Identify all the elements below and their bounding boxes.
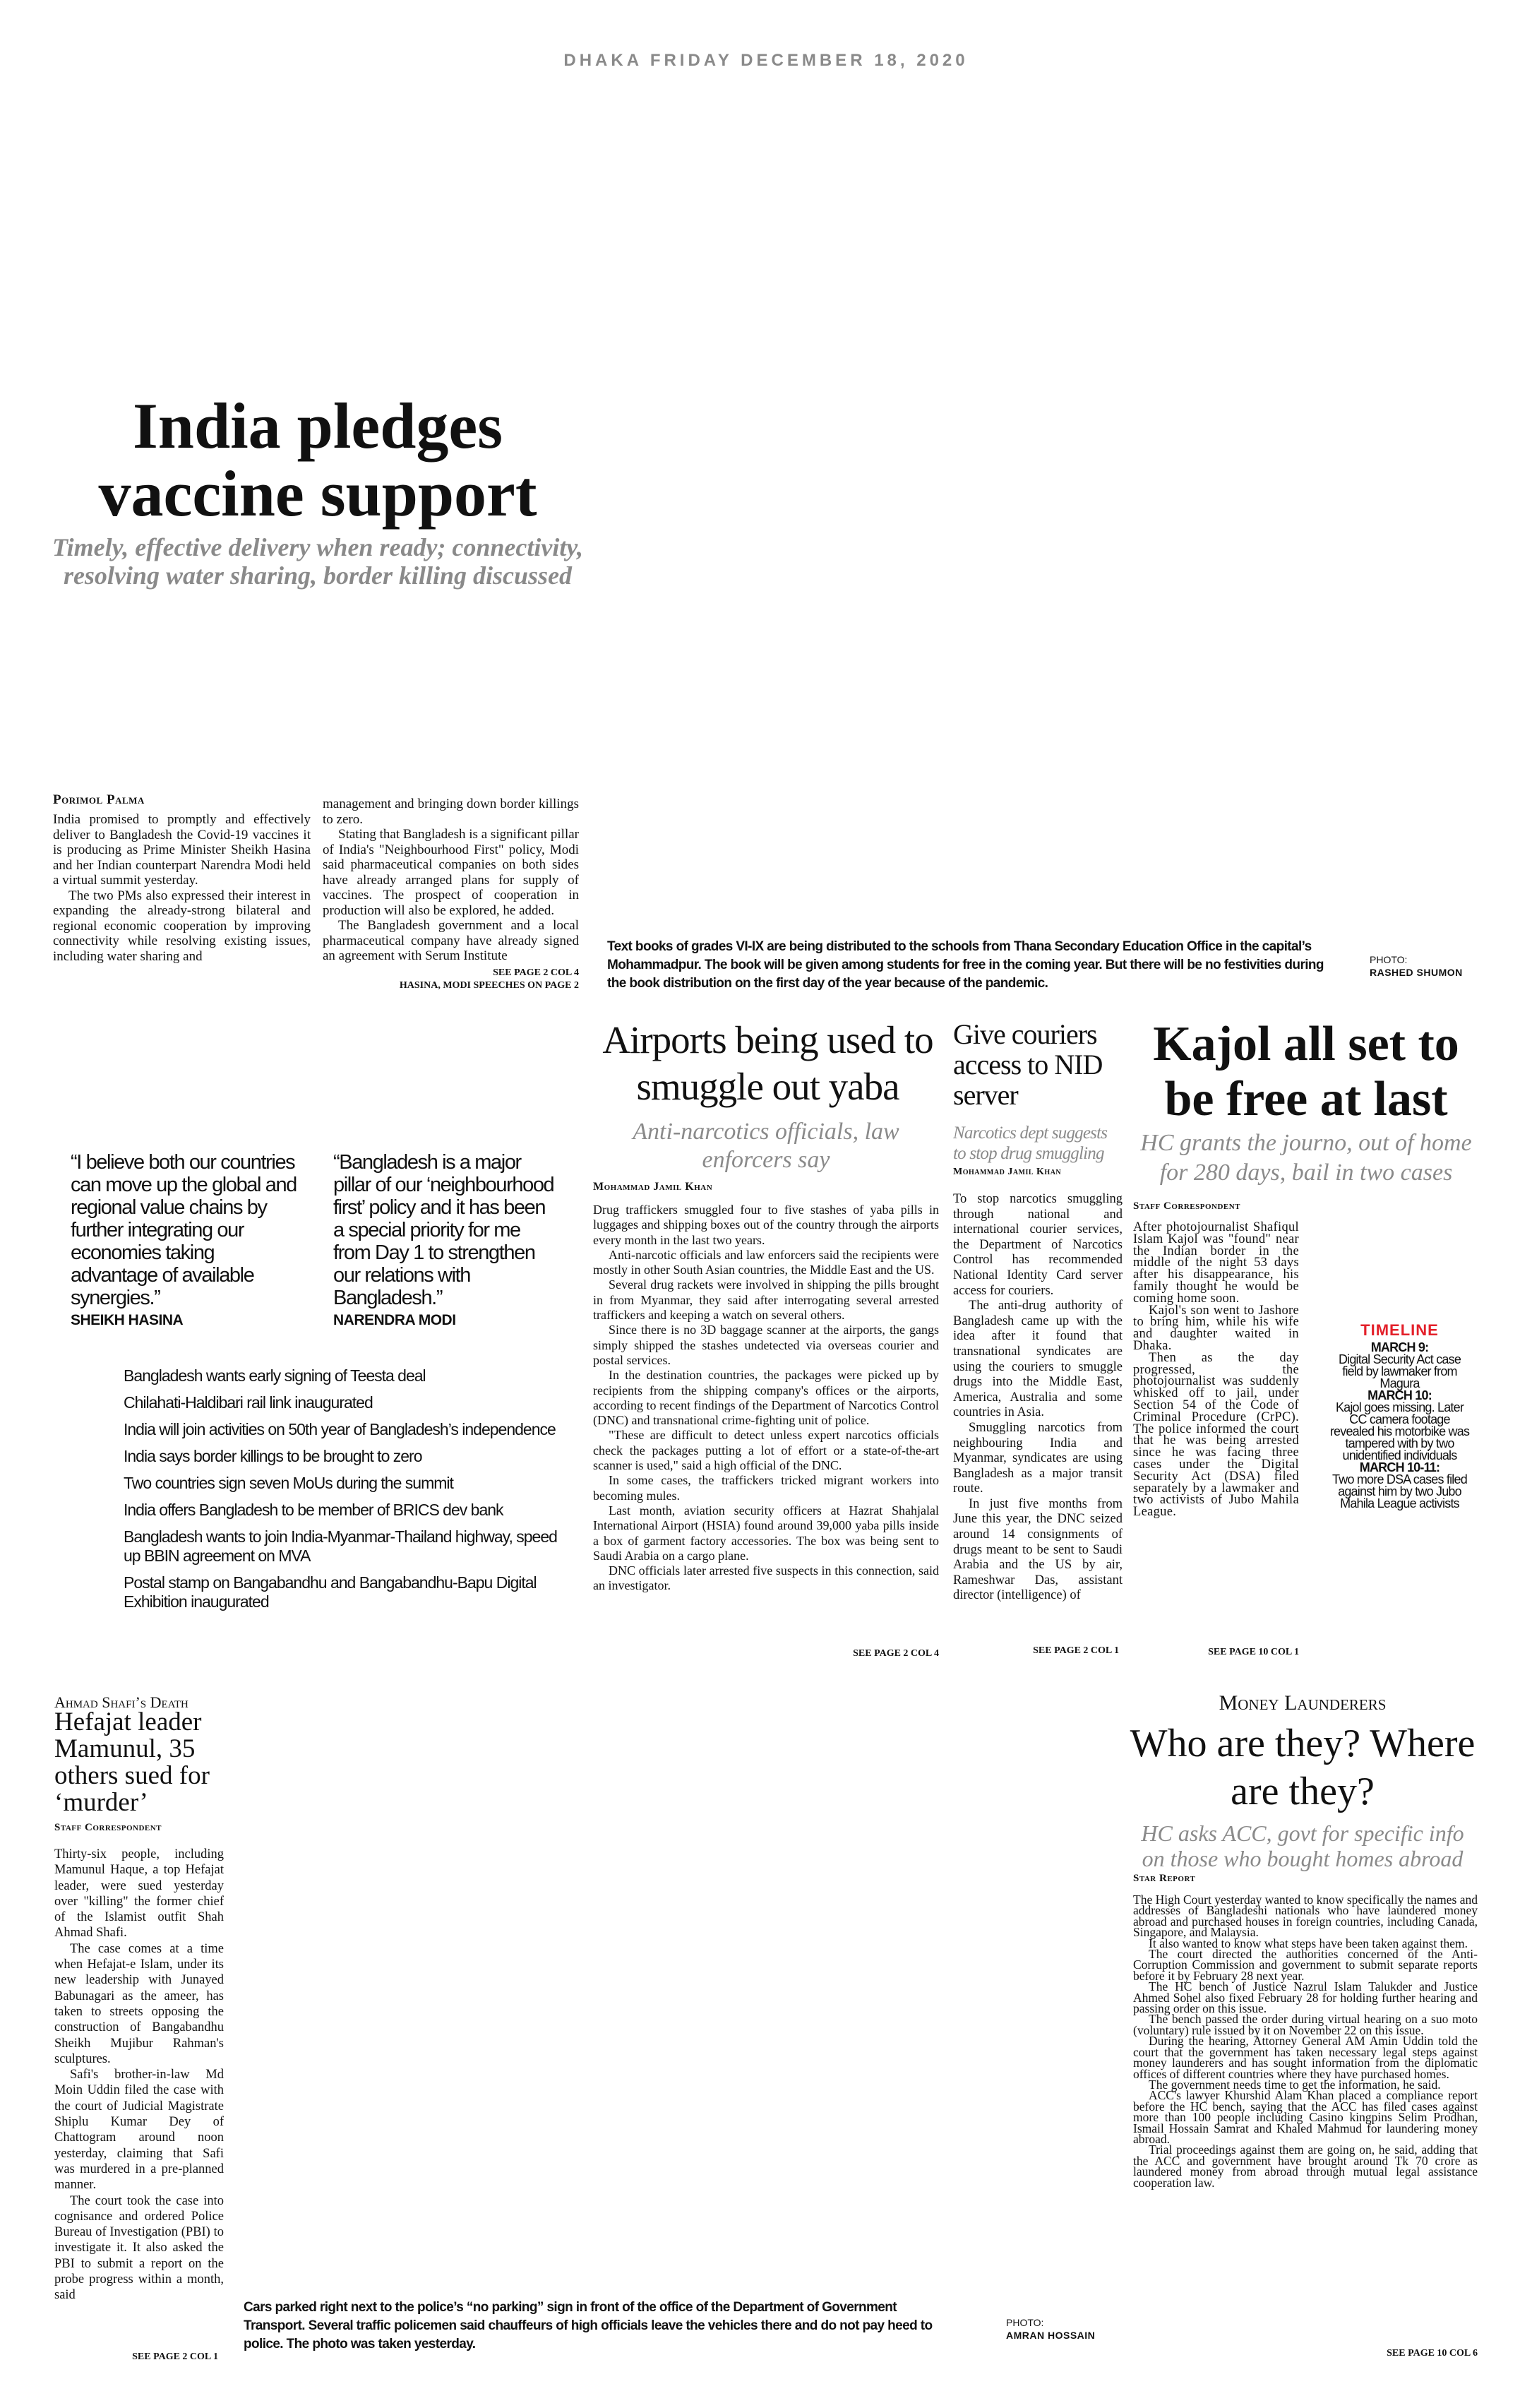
paragraph: Smuggling narcotics from neighbouring In… xyxy=(953,1420,1123,1496)
couriers-body: To stop narcotics smuggling through nati… xyxy=(953,1192,1123,1604)
hefajat-kicker: Ahmad Shafi’s Death xyxy=(54,1693,188,1711)
paragraph: The bench passed the order during virtua… xyxy=(1133,2012,1478,2037)
paragraph: Kajol's son went to Jashore to bring him… xyxy=(1133,1303,1299,1353)
paragraph: Stating that Bangladesh is a significant… xyxy=(323,827,579,918)
couriers-headline: Give couriers access to NID server xyxy=(953,1018,1103,1111)
paragraph: The two PMs also expressed their interes… xyxy=(53,888,311,964)
launderers-body: The High Court yesterday wanted to know … xyxy=(1133,1893,1478,2190)
launderers-subhead: HC asks ACC, govt for specific info on t… xyxy=(1141,1820,1464,1871)
timeline-date: MARCH 10: xyxy=(1368,1388,1432,1402)
kajol-timeline: TIMELINE MARCH 9: Digital Security Act c… xyxy=(1327,1321,1472,1510)
hefajat-headline: Hefajat leader Mamunul, 35 others sued f… xyxy=(54,1707,210,1817)
paragraph: Safi's brother-in-law Md Moin Uddin file… xyxy=(54,2068,224,2193)
lead-body-col2: management and bringing down border kill… xyxy=(323,797,579,964)
paragraph: Several drug rackets were involved in sh… xyxy=(593,1277,939,1323)
highlight-item: India offers Bangladesh to be member of … xyxy=(124,1501,504,1519)
highlight-item: Chilahati-Haldibari rail link inaugurate… xyxy=(124,1393,373,1412)
paragraph: The case comes at a time when Hefajat-e … xyxy=(54,1941,224,2066)
timeline-text: Digital Security Act case field by lawma… xyxy=(1338,1352,1461,1390)
highlight-item: Two countries sign seven MoUs during the… xyxy=(124,1474,454,1492)
paragraph: India promised to promptly and effective… xyxy=(53,812,311,888)
paragraph: Drug traffickers smuggled four to five s… xyxy=(593,1203,939,1247)
paragraph: The High Court yesterday wanted to know … xyxy=(1133,1893,1478,1940)
paragraph: ACC's lawyer Khurshid Alam Khan placed a… xyxy=(1133,2088,1478,2146)
paragraph: The HC bench of Justice Nazrul Islam Tal… xyxy=(1133,1979,1478,2016)
paragraph: In some cases, the traffickers tricked m… xyxy=(593,1473,939,1503)
paragraph: "These are difficult to detect unless ex… xyxy=(593,1428,939,1473)
airports-byline: Mohammad Jamil Khan xyxy=(593,1181,713,1193)
paragraph: Then as the day progressed, the photojou… xyxy=(1133,1350,1299,1520)
kajol-jump[interactable]: SEE PAGE 10 COL 1 xyxy=(1208,1647,1299,1657)
paragraph: After photojournalist Shafiqul Islam Kaj… xyxy=(1133,1220,1299,1306)
quote-modi: “Bangladesh is a major pillar of our ‘ne… xyxy=(333,1151,555,1309)
timeline-text: Two more DSA cases filed against him by … xyxy=(1332,1472,1468,1510)
quote-hasina-name: SHEIKH HASINA xyxy=(71,1312,184,1328)
airports-jump[interactable]: SEE PAGE 2 COL 4 xyxy=(853,1648,939,1659)
photo2-credit: PHOTO: AMRAN HOSSAIN xyxy=(1006,2316,1095,2342)
paragraph: The anti-drug authority of Bangladesh ca… xyxy=(953,1299,1123,1420)
photo2-caption: Cars parked right next to the police’s “… xyxy=(244,2300,933,2352)
photo1-credit-name: RASHED SHUMON xyxy=(1370,967,1463,978)
photo1-credit-label: PHOTO: xyxy=(1370,954,1408,965)
paragraph: The Bangladesh government and a local ph… xyxy=(323,918,579,963)
lead-subhead: Timely, effective delivery when ready; c… xyxy=(52,533,584,590)
quote-modi-name: NARENDRA MODI xyxy=(333,1312,456,1328)
photo1-caption: Text books of grades VI-IX are being dis… xyxy=(607,939,1324,991)
hefajat-byline: Staff Correspondent xyxy=(54,1822,162,1833)
paragraph: Thirty-six people, including Mamunul Haq… xyxy=(54,1847,224,1941)
launderers-jump[interactable]: SEE PAGE 10 COL 6 xyxy=(1387,2348,1478,2359)
photo2-credit-name: AMRAN HOSSAIN xyxy=(1006,2330,1096,2341)
lead-jump[interactable]: SEE PAGE 2 COL 4 xyxy=(493,967,579,978)
paragraph: The government needs time to get the inf… xyxy=(1149,2077,1441,2092)
lead-body-col1: India promised to promptly and effective… xyxy=(53,812,311,964)
hefajat-body: Thirty-six people, including Mamunul Haq… xyxy=(54,1847,224,2303)
lead-headline-line1: India pledges xyxy=(132,390,503,462)
timeline-text: Kajol goes missing. Later CC camera foot… xyxy=(1329,1400,1470,1462)
paragraph: DNC officials later arrested five suspec… xyxy=(593,1563,939,1593)
launderers-headline: Who are they? Where are they? xyxy=(1130,1722,1476,1813)
lead-byline: Porimol Palma xyxy=(53,792,145,807)
couriers-subhead: Narcotics dept suggests to stop drug smu… xyxy=(953,1123,1108,1163)
paragraph: The court directed the authorities conce… xyxy=(1133,1947,1478,1983)
highlight-item: Bangladesh wants early signing of Teesta… xyxy=(124,1366,426,1385)
kajol-headline: Kajol all set to be free at last xyxy=(1153,1017,1459,1126)
paragraph: Trial proceedings against them are going… xyxy=(1133,2142,1478,2190)
quote-hasina: “I believe both our countries can move u… xyxy=(71,1151,297,1309)
dateline: DHAKA FRIDAY DECEMBER 18, 2020 xyxy=(563,51,969,70)
highlight-item: India says border killings to be brought… xyxy=(124,1447,423,1465)
kajol-subhead: HC grants the journo, out of home for 28… xyxy=(1140,1130,1472,1186)
lead-headline: India pledges vaccine support xyxy=(42,392,593,528)
highlight-item: Bangladesh wants to join India-Myanmar-T… xyxy=(124,1527,558,1565)
timeline-date: MARCH 10-11: xyxy=(1359,1460,1440,1474)
lead-speeches-jump[interactable]: HASINA, MODI SPEECHES ON PAGE 2 xyxy=(399,980,579,991)
paragraph: During the hearing, Attorney General AM … xyxy=(1133,2034,1478,2081)
paragraph: To stop narcotics smuggling through nati… xyxy=(953,1192,1123,1298)
paragraph: In the destination countries, the packag… xyxy=(593,1368,939,1428)
paragraph: In just five months from June this year,… xyxy=(953,1496,1123,1603)
kajol-body: After photojournalist Shafiqul Islam Kaj… xyxy=(1133,1220,1299,1520)
highlight-item: India will join activities on 50th year … xyxy=(124,1420,556,1438)
lead-headline-line2: vaccine support xyxy=(98,458,537,530)
launderers-byline: Star Report xyxy=(1133,1873,1196,1884)
timeline-date: MARCH 9: xyxy=(1370,1340,1429,1354)
paragraph: The court took the case into cognisance … xyxy=(54,2193,224,2303)
kajol-byline: Staff Correspondent xyxy=(1133,1200,1241,1212)
paragraph: Anti-narcotic officials and law enforcer… xyxy=(593,1247,939,1277)
photo2-credit-label: PHOTO: xyxy=(1006,2317,1044,2328)
paragraph: management and bringing down border kill… xyxy=(323,797,579,827)
paragraph: Last month, aviation security officers a… xyxy=(593,1503,939,1563)
airports-headline: Airports being used to smuggle out yaba xyxy=(602,1018,933,1108)
paragraph: It also wanted to know what steps have b… xyxy=(1149,1936,1468,1950)
paragraph: Since there is no 3D baggage scanner at … xyxy=(593,1323,939,1367)
hefajat-jump[interactable]: SEE PAGE 2 COL 1 xyxy=(132,2352,218,2362)
summit-highlights: Bangladesh wants early signing of Teesta… xyxy=(124,1366,561,1619)
airports-subhead: Anti-narcotics officials, law enforcers … xyxy=(633,1119,899,1173)
launderers-kicker: Money Launderers xyxy=(1219,1691,1387,1715)
timeline-title: TIMELINE xyxy=(1360,1321,1439,1339)
highlight-item: Postal stamp on Bangabandhu and Bangaban… xyxy=(124,1573,537,1611)
couriers-byline: Mohammad Jamil Khan xyxy=(953,1167,1062,1177)
photo1-credit: PHOTO: RASHED SHUMON xyxy=(1370,953,1463,979)
couriers-jump[interactable]: SEE PAGE 2 COL 1 xyxy=(1033,1645,1119,1656)
airports-body: Drug traffickers smuggled four to five s… xyxy=(593,1203,939,1594)
